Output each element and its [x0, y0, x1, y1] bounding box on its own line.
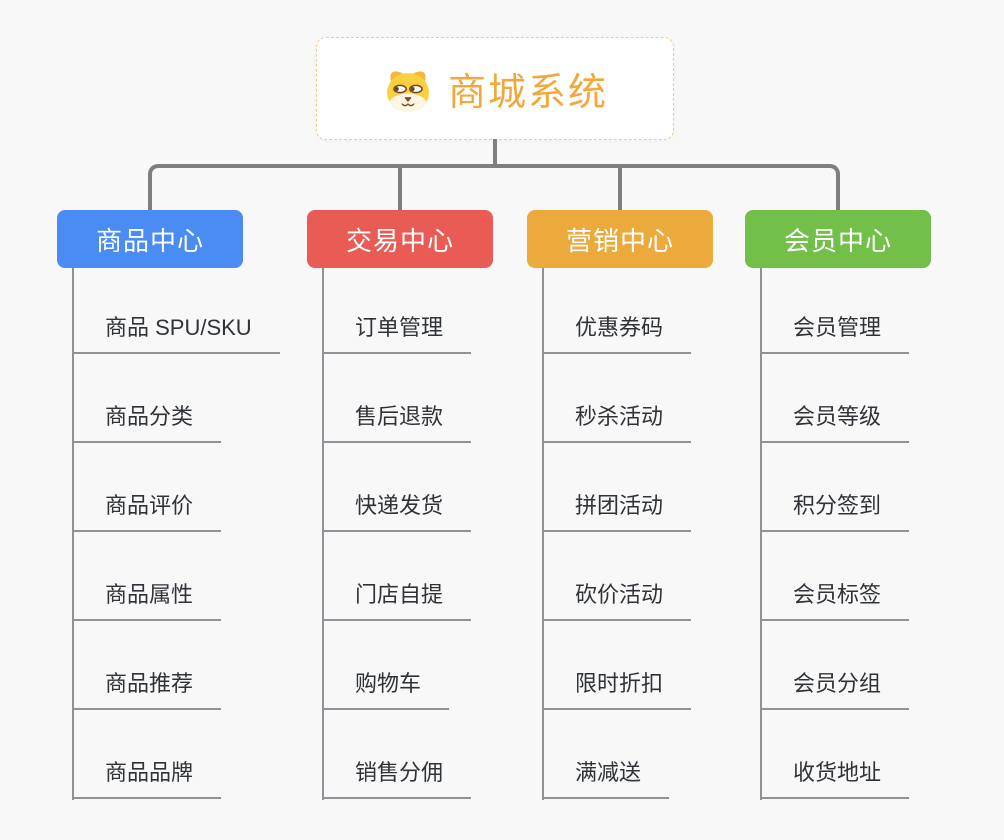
branch-item[interactable]: 商品推荐	[72, 666, 222, 710]
branch-item[interactable]: 会员标签	[760, 577, 910, 621]
item-row: 商品评价	[72, 443, 280, 532]
item-row: 限时折扣	[542, 621, 692, 710]
branch-item-list: 商品 SPU/SKU 商品分类商品评价商品属性商品推荐商品品牌	[72, 265, 280, 799]
item-row: 砍价活动	[542, 532, 692, 621]
branch-spine-line	[322, 268, 324, 800]
branch-item[interactable]: 会员管理	[760, 310, 910, 354]
branch-item[interactable]: 砍价活动	[542, 577, 692, 621]
item-row: 积分签到	[760, 443, 910, 532]
branch-header-4[interactable]: 会员中心	[745, 210, 931, 268]
item-row: 售后退款	[322, 354, 472, 443]
branch-item[interactable]: 会员等级	[760, 399, 910, 443]
item-row: 门店自提	[322, 532, 472, 621]
item-row: 销售分佣	[322, 710, 472, 799]
branch-spine-line	[542, 268, 544, 800]
item-row: 商品 SPU/SKU	[72, 265, 280, 354]
root-title: 商城系统	[447, 72, 608, 114]
branch-spine-line	[760, 268, 762, 800]
item-row: 满减送	[542, 710, 691, 799]
branch-item[interactable]: 商品评价	[72, 488, 222, 532]
connector-drop-line	[618, 166, 622, 210]
branch-item[interactable]: 拼团活动	[542, 488, 692, 532]
item-row: 商品品牌	[72, 710, 280, 799]
branch-item-list: 会员管理会员等级积分签到会员标签会员分组收货地址	[760, 265, 910, 799]
branch-spine-line	[72, 268, 74, 800]
item-row: 会员等级	[760, 354, 910, 443]
connector-rail-line	[148, 164, 840, 210]
item-row: 秒杀活动	[542, 354, 692, 443]
item-row: 订单管理	[322, 265, 472, 354]
branch-item-list: 优惠券码秒杀活动拼团活动砍价活动限时折扣满减送	[542, 265, 692, 799]
item-row: 优惠券码	[542, 265, 692, 354]
shiba-dog-face-icon	[387, 70, 429, 112]
branch-item[interactable]: 购物车	[322, 666, 450, 710]
item-row: 快递发货	[322, 443, 472, 532]
branch-item[interactable]: 优惠券码	[542, 310, 692, 354]
item-row: 商品属性	[72, 532, 280, 621]
connector-root-drop-line	[493, 139, 497, 167]
connector-drop-line	[398, 166, 402, 210]
branch-item[interactable]: 销售分佣	[322, 755, 472, 799]
branch-header-3[interactable]: 营销中心	[527, 210, 713, 268]
branch-item-list: 订单管理售后退款快递发货门店自提购物车销售分佣	[322, 265, 472, 799]
branch-item[interactable]: 秒杀活动	[542, 399, 692, 443]
branch-item[interactable]: 商品品牌	[72, 755, 222, 799]
item-row: 会员分组	[760, 621, 910, 710]
branch-header-2[interactable]: 交易中心	[307, 210, 493, 268]
branch-item[interactable]: 满减送	[542, 755, 670, 799]
branch-item[interactable]: 限时折扣	[542, 666, 692, 710]
item-row: 购物车	[322, 621, 471, 710]
branch-header-1[interactable]: 商品中心	[57, 210, 243, 268]
item-row: 会员标签	[760, 532, 910, 621]
branch-item[interactable]: 积分签到	[760, 488, 910, 532]
branch-item[interactable]: 售后退款	[322, 399, 472, 443]
root-node[interactable]: 商城系统	[316, 37, 674, 140]
item-row: 收货地址	[760, 710, 910, 799]
branch-item[interactable]: 快递发货	[322, 488, 472, 532]
branch-item[interactable]: 门店自提	[322, 577, 472, 621]
branch-item[interactable]: 收货地址	[760, 755, 910, 799]
item-row: 拼团活动	[542, 443, 692, 532]
item-row: 商品分类	[72, 354, 280, 443]
branch-item[interactable]: 会员分组	[760, 666, 910, 710]
item-row: 会员管理	[760, 265, 910, 354]
branch-item[interactable]: 商品属性	[72, 577, 222, 621]
branch-item[interactable]: 订单管理	[322, 310, 472, 354]
item-row: 商品推荐	[72, 621, 280, 710]
branch-item[interactable]: 商品分类	[72, 399, 222, 443]
branch-item[interactable]: 商品 SPU/SKU	[72, 310, 280, 354]
